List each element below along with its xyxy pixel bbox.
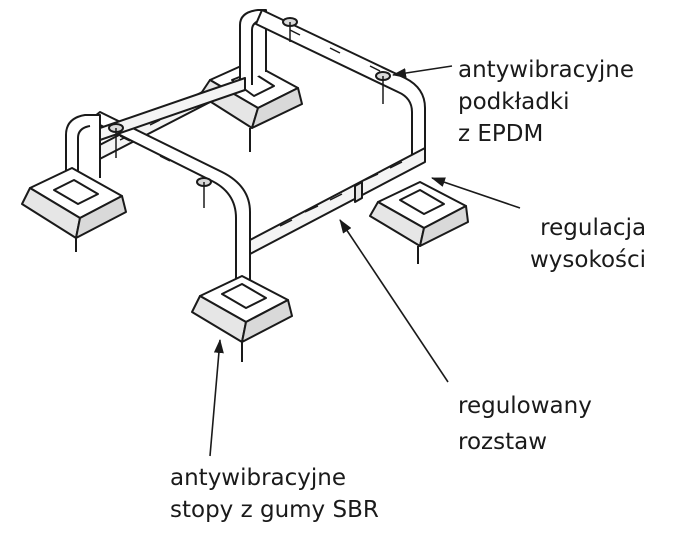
label-height-adjustment: regulacja wysokości: [530, 212, 646, 276]
label-line: stopy z gumy SBR: [170, 497, 379, 523]
label-line: rozstaw: [458, 429, 548, 455]
label-adjustable-spacing: regulowany rozstaw: [458, 390, 592, 458]
epdm-pads: [108, 17, 391, 208]
label-line: wysokości: [530, 247, 647, 273]
label-line: antywibracyjne: [170, 465, 347, 491]
label-line: regulacja: [540, 215, 647, 241]
stand-frame: [21, 9, 469, 362]
post-front-left: [65, 114, 101, 180]
foot-front-bottom: [191, 275, 293, 362]
callout-arrows: [209, 65, 521, 457]
foot-front-right: [369, 181, 469, 264]
arrow-feet: [209, 339, 224, 457]
label-epdm-pads: antywibracyjne podkładki z EPDM: [458, 54, 634, 150]
foot-front-left: [21, 167, 127, 252]
arrow-height: [431, 177, 521, 209]
label-line: z EPDM: [458, 121, 544, 147]
label-sbr-feet: antywibracyjne stopy z gumy SBR: [170, 462, 379, 526]
arrow-pads: [392, 65, 453, 78]
label-line: podkładki: [458, 89, 570, 115]
label-line: regulowany: [458, 393, 592, 419]
arrow-spacing: [339, 219, 449, 383]
label-line: antywibracyjne: [458, 57, 635, 83]
